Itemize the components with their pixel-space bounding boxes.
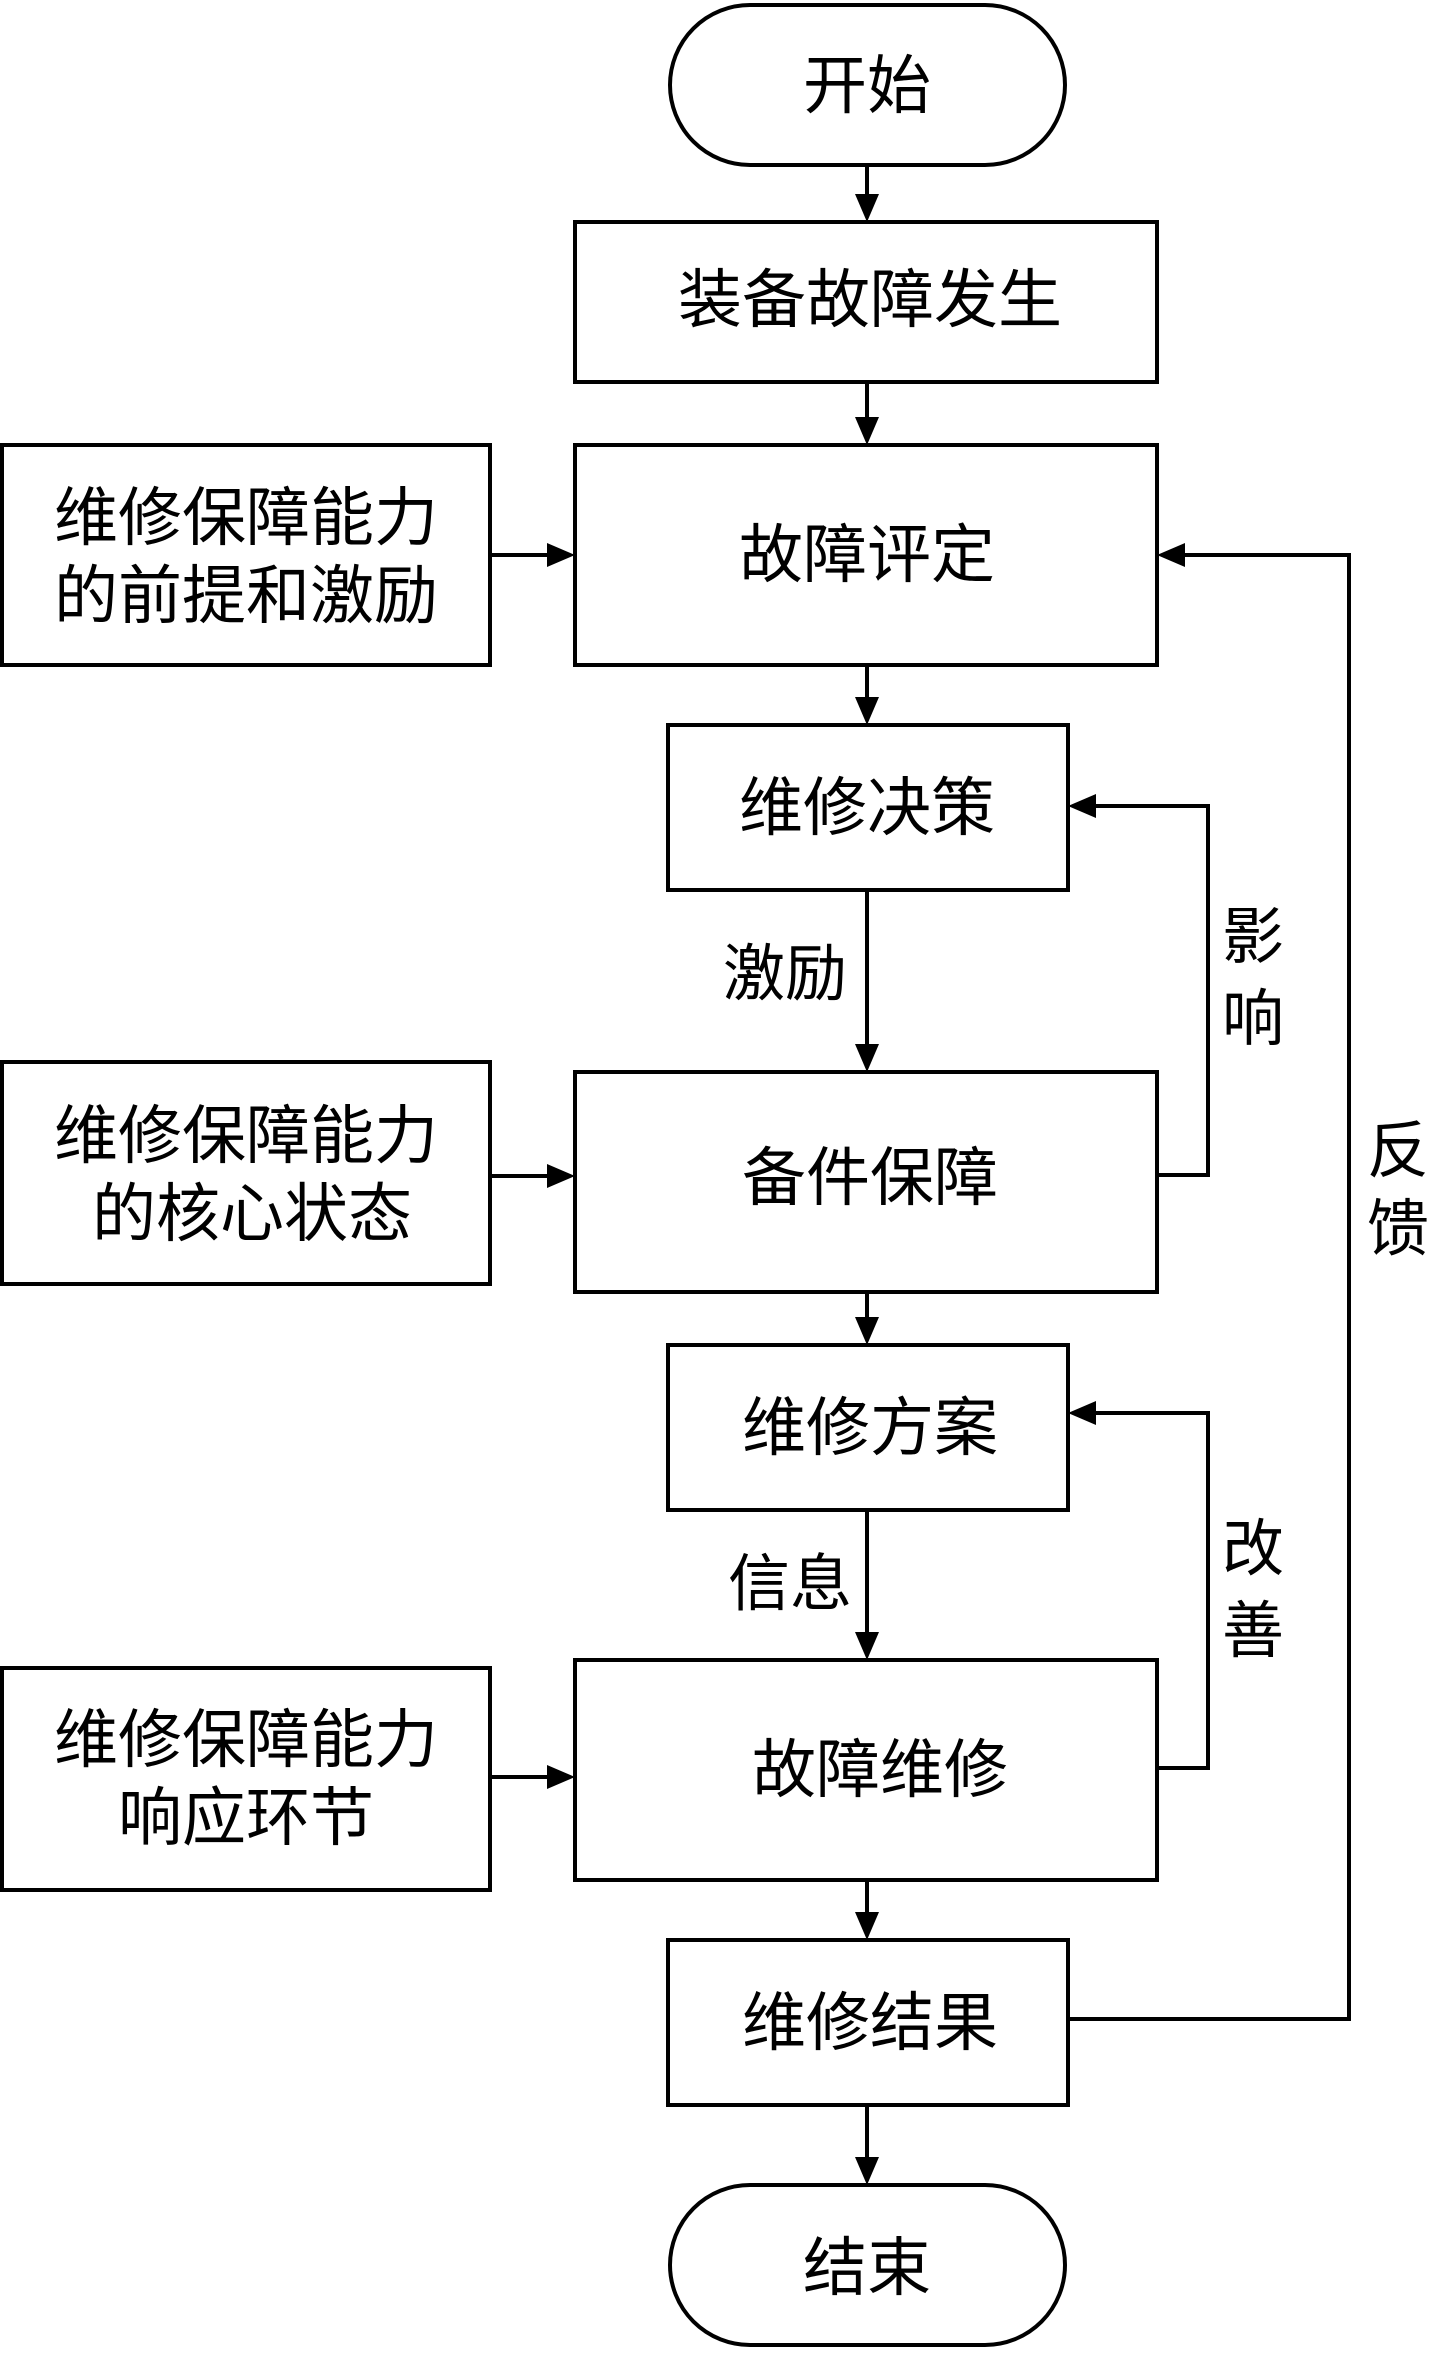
loop-feedback bbox=[1068, 553, 1351, 2021]
maintenance-result-label: 维修结果 bbox=[742, 1987, 998, 2061]
fault-occurs-box bbox=[573, 220, 1159, 384]
maintenance-decision-box bbox=[666, 723, 1070, 892]
end-terminal bbox=[668, 2183, 1067, 2347]
edge-label-incentive: 激励 bbox=[723, 937, 847, 1010]
edge-label-improve-2: 善 bbox=[1222, 1594, 1284, 1667]
fault-assessment-box bbox=[573, 443, 1159, 667]
fault-assessment-label: 故障评定 bbox=[739, 519, 995, 593]
arrowhead bbox=[855, 697, 879, 725]
side-core-box bbox=[0, 1060, 492, 1286]
side-response-line1: 维修保障能力 bbox=[54, 1704, 438, 1778]
arrowhead bbox=[855, 194, 879, 222]
arrowhead bbox=[547, 543, 575, 567]
edge-label-feedback-1: 反 bbox=[1367, 1114, 1429, 1187]
arrowhead bbox=[855, 1632, 879, 1660]
edge-label-information: 信息 bbox=[728, 1547, 852, 1620]
loop-influence bbox=[1092, 804, 1210, 1177]
side-premise-line1: 维修保障能力 bbox=[54, 482, 438, 556]
spare-parts-label: 备件保障 bbox=[742, 1142, 998, 1216]
edge-label-influence-1: 影 bbox=[1222, 900, 1284, 973]
arrowhead bbox=[547, 1164, 575, 1188]
side-response-line2: 响应环节 bbox=[118, 1782, 374, 1856]
arrowhead bbox=[855, 417, 879, 445]
arrowhead bbox=[855, 1044, 879, 1072]
arrowhead bbox=[547, 1765, 575, 1789]
maintenance-result-box bbox=[666, 1938, 1070, 2107]
side-premise-line2: 的前提和激励 bbox=[54, 560, 438, 634]
edge-label-improve-1: 改 bbox=[1222, 1512, 1284, 1585]
arrowhead bbox=[1068, 794, 1096, 818]
arrowhead bbox=[855, 1317, 879, 1345]
maintenance-plan-label: 维修方案 bbox=[742, 1392, 998, 1466]
fault-repair-label: 故障维修 bbox=[752, 1734, 1008, 1808]
arrowhead bbox=[1157, 543, 1185, 567]
maintenance-decision-label: 维修决策 bbox=[739, 772, 995, 846]
edge-label-feedback-2: 馈 bbox=[1367, 1192, 1429, 1265]
arrowhead bbox=[1068, 1401, 1096, 1425]
side-premise-box bbox=[0, 443, 492, 667]
loop-improve bbox=[1092, 1411, 1210, 1770]
side-core-line2: 的核心状态 bbox=[92, 1178, 412, 1252]
arrowhead bbox=[855, 2157, 879, 2185]
side-core-line1: 维修保障能力 bbox=[54, 1100, 438, 1174]
arrowhead bbox=[855, 1912, 879, 1940]
side-response-box bbox=[0, 1666, 492, 1892]
start-label: 开始 bbox=[803, 50, 931, 124]
fault-occurs-label: 装备故障发生 bbox=[678, 264, 1062, 338]
edge-label-influence-2: 响 bbox=[1222, 982, 1284, 1055]
end-label: 结束 bbox=[803, 2232, 931, 2306]
